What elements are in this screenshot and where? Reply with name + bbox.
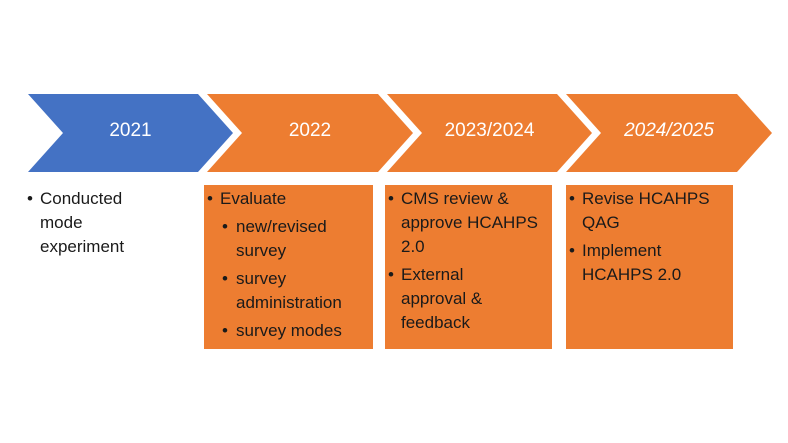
stage-box-2021: Conducted mode experiment (26, 185, 196, 259)
chevron-2023-2024 (387, 94, 592, 172)
bullet-item: Implement HCAHPS 2.0 (568, 239, 702, 287)
bullet-item: External approval & feedback (387, 263, 521, 335)
stage-box-2024-2025: Revise HCAHPS QAG Implement HCAHPS 2.0 (566, 185, 733, 349)
stage-box-2023-2024: CMS review & approve HCAHPS 2.0 External… (385, 185, 552, 349)
sub-bullet-item: new/revised survey (206, 215, 341, 263)
sub-bullet-item: survey modes (206, 319, 373, 343)
chevron-2022 (207, 94, 413, 172)
stage-box-2022: Evaluate new/revised survey survey admin… (204, 185, 373, 349)
sub-bullet-item: survey administration (206, 267, 356, 315)
bullet-item: Conducted mode experiment (26, 187, 152, 259)
bullet-item: CMS review & approve HCAHPS 2.0 (387, 187, 541, 259)
chevron-2021 (28, 94, 233, 172)
stage-label-2022: 2022 (288, 120, 332, 141)
stage-label-2024-2025: 2024/2025 (624, 120, 714, 141)
bullet-item: Revise HCAHPS QAG (568, 187, 722, 235)
stage-label-2023-2024: 2023/2024 (444, 120, 535, 141)
bullet-item: Evaluate (206, 187, 373, 211)
chevron-2024-2025 (566, 94, 772, 172)
stage-label-2021: 2021 (109, 120, 152, 141)
